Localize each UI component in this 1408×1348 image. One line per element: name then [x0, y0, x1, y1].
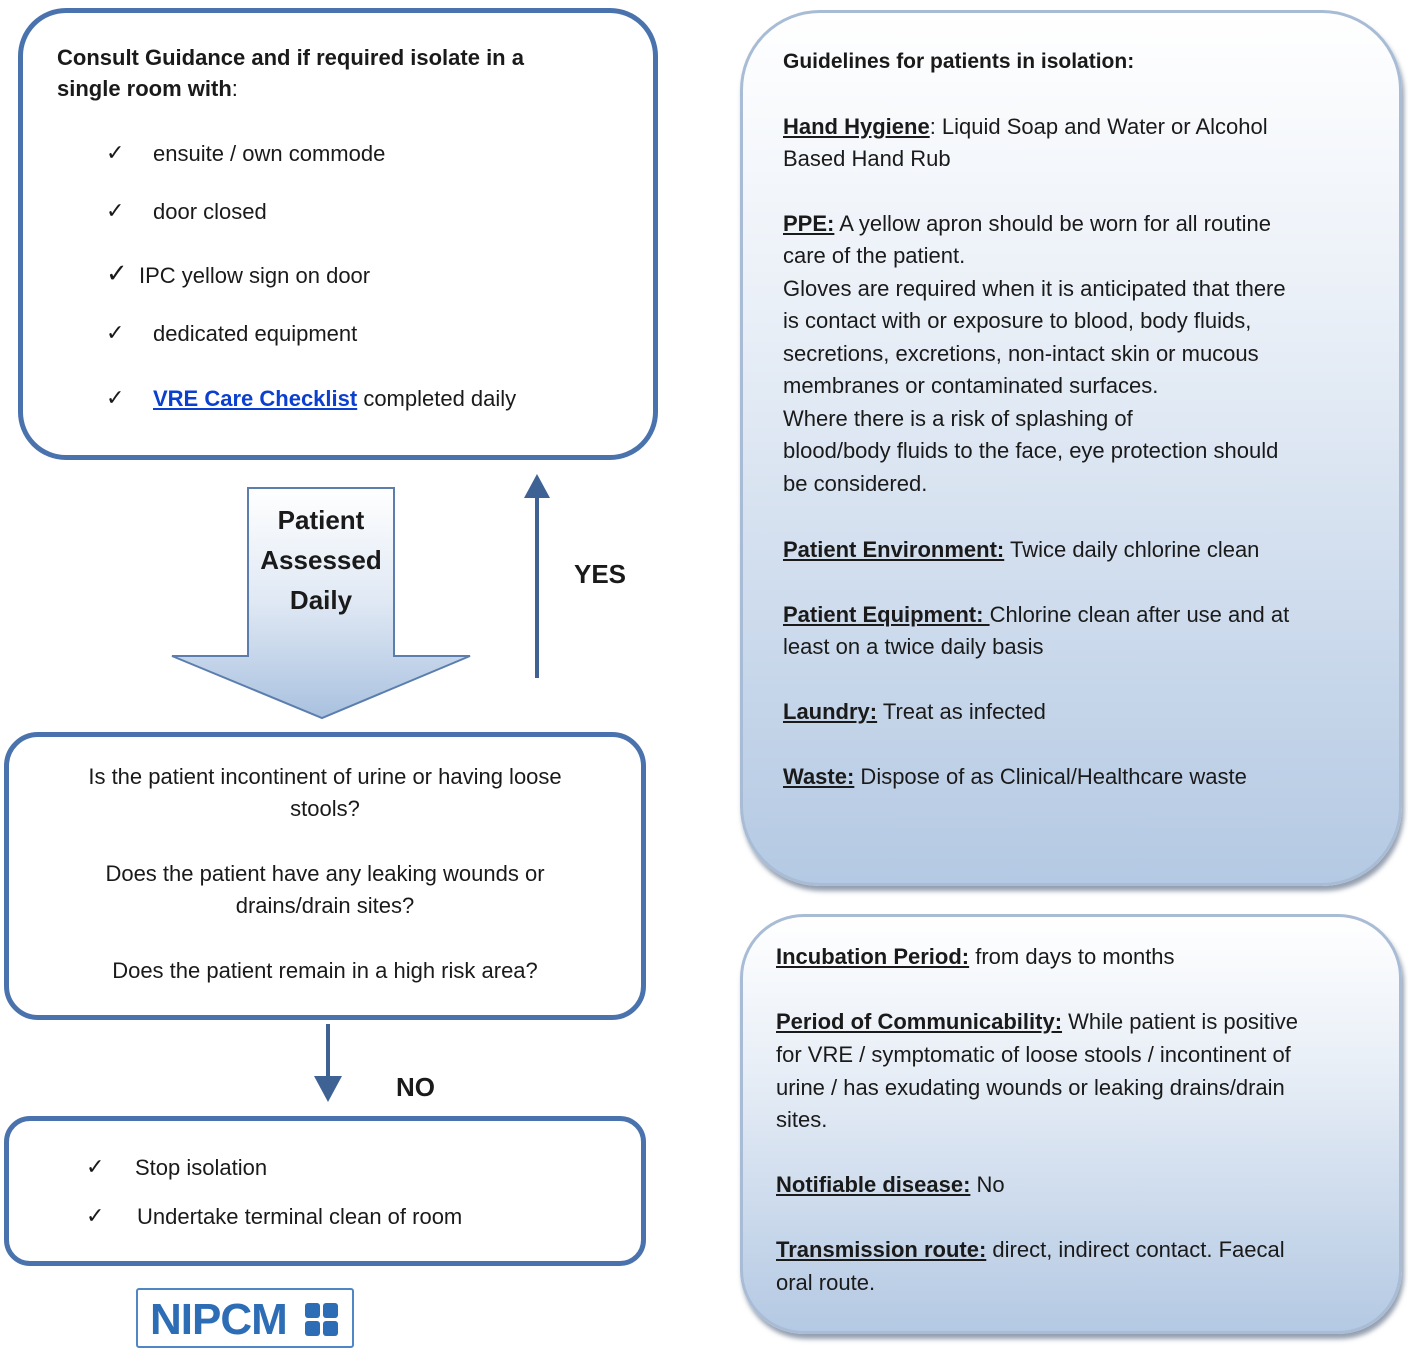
isolation-heading-line2: single room with:	[57, 76, 238, 101]
guideline-patient-equipment: Patient Equipment: Chlorine clean after …	[783, 602, 1290, 627]
guideline-ppe: PPE: A yellow apron should be worn for a…	[783, 211, 1271, 236]
info-transmission-route-cont: oral route.	[776, 1270, 876, 1295]
disease-info-panel	[740, 914, 1402, 1334]
checkmark-icon: ✓	[106, 321, 125, 346]
checklist-item-door-closed: door closed	[153, 199, 267, 224]
info-communicability-line: urine / has exudating wounds or leaking …	[776, 1075, 1285, 1100]
checkmark-icon: ✓	[106, 199, 125, 224]
checkmark-icon: ✓	[106, 141, 125, 166]
stop-item-terminal-clean: Undertake terminal clean of room	[137, 1204, 463, 1229]
yes-arrow-head	[524, 474, 550, 498]
guideline-laundry: Laundry: Treat as infected	[783, 699, 1046, 724]
guideline-hand-hygiene: Hand Hygiene: Liquid Soap and Water or A…	[783, 114, 1268, 139]
question-line: stools?	[290, 796, 360, 821]
checklist-item-yellow-sign: IPC yellow sign on door	[139, 263, 371, 288]
stop-item-stop-isolation: Stop isolation	[135, 1155, 268, 1180]
guideline-ppe-line: care of the patient.	[783, 243, 966, 268]
info-communicability: Period of Communicability: While patient…	[776, 1009, 1299, 1034]
guideline-ppe-line: membranes or contaminated surfaces.	[783, 373, 1159, 398]
logo-text: NIPCM	[150, 1295, 288, 1344]
checklist-item-care-checklist: VRE Care Checklist completed daily	[153, 386, 517, 411]
yes-label: YES	[574, 559, 627, 589]
info-communicability-line: for VRE / symptomatic of loose stools / …	[776, 1042, 1291, 1067]
vre-care-checklist-link[interactable]: VRE Care Checklist	[153, 386, 358, 411]
assessment-arrow-label: Patient Assessed Daily	[260, 505, 382, 615]
no-arrow-head	[314, 1076, 342, 1102]
guideline-patient-equipment-cont: least on a twice daily basis	[783, 634, 1044, 659]
info-transmission-route: Transmission route: direct, indirect con…	[776, 1237, 1285, 1262]
isolation-heading-line1: Consult Guidance and if required isolate…	[57, 45, 524, 70]
guideline-ppe-line: secretions, excretions, non-intact skin …	[783, 341, 1259, 366]
question-line: drains/drain sites?	[235, 893, 415, 918]
question-line: Is the patient incontinent of urine or h…	[88, 764, 562, 789]
guideline-hand-hygiene-cont: Based Hand Rub	[783, 146, 951, 171]
isolation-requirements-box	[18, 8, 658, 460]
guidelines-title: Guidelines for patients in isolation:	[783, 50, 1135, 73]
guideline-patient-environment: Patient Environment: Twice daily chlorin…	[783, 537, 1260, 562]
checkmark-icon: ✓	[86, 1155, 105, 1180]
guideline-ppe-line: be considered.	[783, 471, 928, 496]
info-communicability-line: sites.	[776, 1107, 828, 1132]
assessment-questions-box: Is the patient incontinent of urine or h…	[4, 732, 646, 1020]
checkmark-icon: ✓	[106, 259, 128, 289]
checklist-item-dedicated-equipment: dedicated equipment	[153, 321, 358, 346]
question-line: Does the patient have any leaking wounds…	[105, 861, 545, 886]
guideline-ppe-line: is contact with or exposure to blood, bo…	[783, 308, 1252, 333]
guideline-ppe-line: Where there is a risk of splashing of	[783, 406, 1133, 431]
guideline-ppe-line: Gloves are required when it is anticipat…	[783, 276, 1286, 301]
checkmark-icon: ✓	[106, 386, 125, 411]
stop-isolation-box	[4, 1116, 646, 1266]
assessment-down-arrow	[171, 487, 471, 720]
info-incubation-period: Incubation Period: from days to months	[776, 944, 1175, 969]
no-label: NO	[396, 1072, 435, 1102]
guidelines-panel	[740, 10, 1402, 886]
guideline-waste: Waste: Dispose of as Clinical/Healthcare…	[783, 764, 1247, 789]
checkmark-icon: ✓	[86, 1204, 105, 1229]
grid-icon	[305, 1303, 338, 1336]
nipcm-logo: NIPCM	[136, 1288, 354, 1348]
info-notifiable-disease: Notifiable disease: No	[776, 1172, 1005, 1197]
guideline-ppe-line: blood/body fluids to the face, eye prote…	[783, 438, 1279, 463]
checklist-item-ensuite: ensuite / own commode	[153, 141, 386, 166]
question-high-risk: Does the patient remain in a high risk a…	[112, 958, 538, 983]
